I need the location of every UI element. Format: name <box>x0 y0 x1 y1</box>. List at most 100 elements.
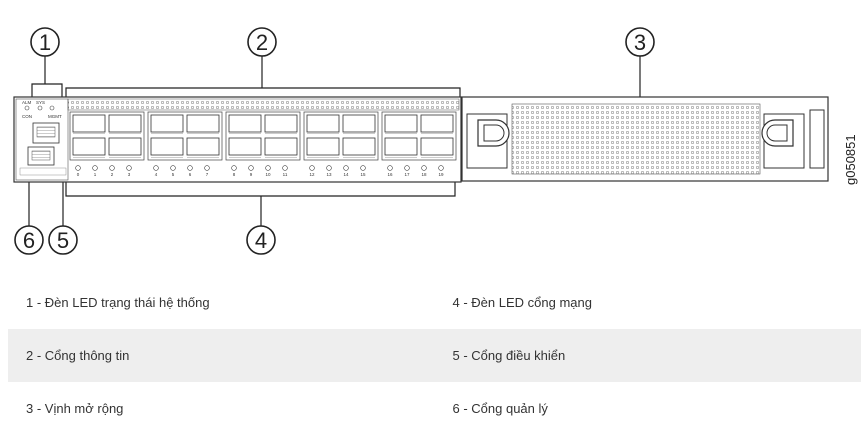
bay-latch <box>809 109 825 169</box>
sfp-port <box>186 137 220 156</box>
sfp-port <box>72 114 106 133</box>
port-number-label: 2 <box>111 172 114 177</box>
legend-item-4: 4 - Đèn LED cổng mạng <box>452 295 592 310</box>
svg-text:3: 3 <box>634 30 646 55</box>
figure-id-label: g050851 <box>843 134 858 185</box>
port-number-label: 19 <box>438 172 444 177</box>
port-latch <box>421 155 453 159</box>
port-led <box>309 165 315 171</box>
legend-item-3: 3 - Vịnh mở rộng <box>26 401 124 416</box>
svg-text:2: 2 <box>256 30 268 55</box>
legend-row: 3 - Vịnh mở rộng 6 - Cổng quản lý <box>8 382 861 435</box>
sfp-port <box>384 137 418 156</box>
port-number-label: 15 <box>360 172 366 177</box>
sfp-port <box>384 114 418 133</box>
expansion-bay <box>461 96 829 182</box>
legend-row: 2 - Cổng thông tin 5 - Cổng điều khiển <box>8 329 861 382</box>
port-latch <box>73 132 105 136</box>
port-number-label: 7 <box>206 172 209 177</box>
callout-6: 6 <box>14 225 44 255</box>
callout-5: 5 <box>48 225 78 255</box>
port-latch <box>109 132 141 136</box>
svg-text:4: 4 <box>255 228 267 253</box>
port-led <box>265 165 271 171</box>
callout-3: 3 <box>625 27 655 57</box>
port-number-label: 3 <box>128 172 131 177</box>
callout-2: 2 <box>247 27 277 57</box>
port-led <box>360 165 366 171</box>
port-latch <box>151 132 183 136</box>
sfp-port <box>342 114 376 133</box>
sfp-port <box>420 137 454 156</box>
port-number-label: 6 <box>189 172 192 177</box>
alarm-led <box>24 105 30 111</box>
port-number-label: 5 <box>172 172 175 177</box>
alm-label: ALM <box>22 100 32 105</box>
port-latch <box>187 155 219 159</box>
port-led <box>282 165 288 171</box>
port-led <box>387 165 393 171</box>
port-number-label: 13 <box>326 172 332 177</box>
port-latch <box>385 155 417 159</box>
sfp-port <box>186 114 220 133</box>
sfp-port <box>150 137 184 156</box>
port-led <box>75 165 81 171</box>
sfp-port <box>264 114 298 133</box>
legend-item-2: 2 - Cổng thông tin <box>8 329 435 382</box>
svg-text:5: 5 <box>57 228 69 253</box>
port-latch <box>265 132 297 136</box>
port-latch <box>229 132 261 136</box>
device-front-panel-diagram: 1 2 3 4 5 6 ALM SYS CON MGMT <box>13 27 858 255</box>
system-led <box>37 105 43 111</box>
port-latch <box>385 132 417 136</box>
sfp-port <box>72 137 106 156</box>
port-latch <box>265 155 297 159</box>
port-number-label: 17 <box>404 172 410 177</box>
sfp-port <box>264 137 298 156</box>
port-led <box>170 165 176 171</box>
con-label: CON <box>22 114 32 119</box>
port-latch <box>229 155 261 159</box>
port-number-label: 12 <box>309 172 315 177</box>
sfp-port <box>228 114 262 133</box>
port-led <box>109 165 115 171</box>
port-led <box>204 165 210 171</box>
bay-vent <box>511 103 761 175</box>
port-number-label: 16 <box>387 172 393 177</box>
port-number-label: 9 <box>250 172 253 177</box>
svg-text:6: 6 <box>23 228 35 253</box>
legend-item-6: 6 - Cổng quản lý <box>452 401 548 416</box>
port-number-label: 0 <box>77 172 80 177</box>
legend-table: 1 - Đèn LED trạng thái hệ thống 4 - Đèn … <box>8 276 861 435</box>
port-led <box>404 165 410 171</box>
sfp-port <box>306 137 340 156</box>
port-number-label: 11 <box>283 172 288 177</box>
callout-4: 4 <box>246 225 276 255</box>
port-led <box>187 165 193 171</box>
sfp-port <box>150 114 184 133</box>
port-led <box>126 165 132 171</box>
port-led <box>326 165 332 171</box>
port-led <box>438 165 444 171</box>
port-latch <box>187 132 219 136</box>
port-led <box>248 165 254 171</box>
port-number-label: 1 <box>94 172 97 177</box>
callout-1: 1 <box>30 27 60 57</box>
port-latch <box>307 155 339 159</box>
port-latch <box>343 155 375 159</box>
svg-text:1: 1 <box>39 30 51 55</box>
sys-label: SYS <box>36 100 45 105</box>
port-latch <box>151 155 183 159</box>
port-latch <box>109 155 141 159</box>
port-latch <box>421 132 453 136</box>
port-latch <box>73 155 105 159</box>
sfp-port <box>228 137 262 156</box>
legend-item-5: 5 - Cổng điều khiển <box>434 329 861 382</box>
port-led <box>421 165 427 171</box>
port-led <box>92 165 98 171</box>
sfp-port <box>306 114 340 133</box>
port-led <box>231 165 237 171</box>
port-led <box>153 165 159 171</box>
port-led <box>343 165 349 171</box>
